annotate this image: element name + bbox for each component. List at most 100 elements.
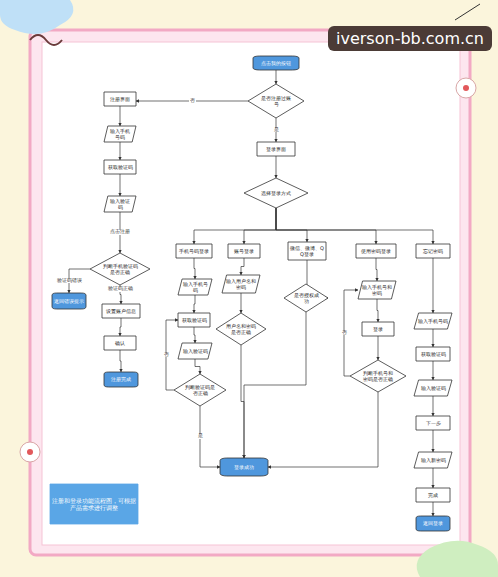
flow-arrow — [241, 258, 244, 275]
decision-diamond: 判断手机号和密码是否正确 — [350, 360, 406, 392]
node-text: 登录成功 — [234, 464, 254, 470]
node-text: 点击我的按钮 — [261, 60, 291, 66]
node-text: 输入验证码 — [183, 348, 208, 354]
process-box: 确认 — [104, 336, 136, 350]
node-text: 返回错误提示 — [54, 298, 84, 304]
node-text: 返回登录 — [423, 520, 443, 526]
node-text: 输入验证码 — [421, 385, 446, 391]
node-text: 获取验证码 — [182, 317, 207, 323]
node-text: 输入手机号码 — [182, 281, 208, 294]
flow-arrow — [433, 258, 434, 313]
node-text: 完成 — [428, 492, 438, 498]
node-text: 登录 — [373, 326, 383, 332]
node-text: 判断验证码是否正确 — [184, 384, 215, 397]
flow-arrow — [433, 502, 434, 516]
node-text: 注册界面 — [110, 96, 130, 102]
flow-arrow — [276, 208, 433, 244]
node-text: 输入手机号和密码 — [362, 284, 392, 297]
flow-arrow — [378, 336, 379, 360]
flow-arrow — [433, 329, 434, 347]
node-text: 选择登录方式 — [261, 190, 291, 196]
process-box: 登录 — [362, 322, 394, 336]
node-text: 是否授权成功 — [293, 292, 319, 305]
node-text: 账号登录 — [234, 248, 254, 254]
flow-arrow — [433, 430, 434, 452]
process-box: 忘记密码 — [416, 244, 450, 258]
flow-arrow — [120, 350, 121, 372]
input-box: 输入手机号和密码 — [358, 281, 396, 299]
edge-label: 是 — [197, 434, 204, 439]
node-text: 注册和登录功能流程图，可根据产品需求进行调整 — [52, 497, 136, 512]
flow-arrow — [244, 208, 276, 244]
node-text: 输入新密码 — [421, 457, 446, 463]
flow-arrow — [276, 208, 307, 242]
input-box: 输入手机号码 — [414, 313, 452, 329]
node-text: 判断手机验证码是否正确 — [102, 263, 138, 276]
decision-diamond: 判断手机验证码是否正确 — [90, 253, 150, 285]
node-text: 确认 — [115, 340, 125, 346]
flow-arrow — [377, 299, 378, 322]
note-box: 注册和登录功能流程图，可根据产品需求进行调整 — [50, 484, 138, 524]
flow-arrow — [433, 468, 434, 488]
input-box: 输入验证码 — [104, 196, 136, 212]
node-text: 忘记密码 — [423, 248, 443, 254]
node-text: 下一步 — [426, 420, 441, 426]
flow-arrow — [276, 70, 277, 84]
input-box: 输入验证码 — [414, 380, 452, 396]
node-text: 使用密码登录 — [361, 248, 391, 254]
edge-label: 否 — [189, 99, 196, 104]
terminal-box: 返回错误提示 — [52, 293, 86, 309]
process-box: 使用密码登录 — [356, 244, 396, 258]
process-box: 微信、微博、QQ登录 — [288, 242, 326, 260]
node-text: 手机号码登录 — [179, 248, 209, 254]
node-text: 微信、微博、QQ登录 — [290, 245, 324, 258]
flow-arrow — [120, 174, 121, 196]
edge-label: 点击注册 — [109, 230, 131, 235]
terminal-box: 返回登录 — [416, 516, 450, 531]
flow-arrow — [433, 361, 434, 380]
decision-diamond: 是否注册过账号 — [248, 84, 304, 118]
node-text: 获取验证码 — [108, 164, 133, 170]
node-text: 获取验证码 — [421, 351, 446, 357]
decision-diamond: 是否授权成功 — [284, 284, 328, 312]
process-box: 获取验证码 — [416, 347, 450, 361]
flow-arrow — [376, 258, 377, 281]
edge-label: 验证码错误 — [56, 279, 83, 284]
flow-arrow — [241, 293, 242, 313]
node-text: 注册完成 — [111, 376, 131, 382]
node-text: 输入手机号码 — [418, 318, 448, 324]
process-box: 手机号码登录 — [176, 244, 212, 258]
flow-arrow — [120, 142, 121, 160]
process-box: 登录界面 — [257, 142, 295, 156]
input-box: 输入验证码 — [178, 343, 212, 359]
terminal-box: 点击我的按钮 — [253, 56, 299, 70]
node-text: 判断手机号和密码是否正确 — [361, 370, 395, 383]
node-text: 输入验证码 — [108, 198, 132, 211]
terminal-box: 注册完成 — [104, 372, 138, 387]
edge-label: 否 — [163, 353, 170, 358]
edge-label: 是 — [273, 128, 280, 133]
edge-label: 否 — [341, 331, 348, 336]
flow-arrow — [433, 396, 434, 416]
node-text: 是否注册过账号 — [259, 95, 293, 108]
flow-arrow — [194, 258, 195, 279]
flow-arrow — [120, 106, 121, 126]
flow-arrow — [276, 156, 277, 178]
edge-label: 验证码正确 — [107, 287, 134, 292]
flow-arrow — [120, 318, 121, 336]
process-box: 获取验证码 — [178, 313, 210, 327]
flow-arrow — [268, 392, 378, 467]
process-box: 设置账户信息 — [102, 304, 140, 318]
flow-arrow — [194, 327, 195, 343]
node-text: 设置账户信息 — [106, 308, 136, 314]
watermark: iverson-bb.com.cn — [328, 26, 492, 51]
node-text: 输入用户名和密码 — [226, 278, 256, 291]
input-box: 输入用户名和密码 — [222, 275, 260, 293]
flow-arrow — [241, 345, 244, 458]
process-box: 下一步 — [416, 416, 450, 430]
process-box: 账号登录 — [228, 244, 260, 258]
terminal-box: 登录成功 — [220, 458, 268, 476]
flow-arrow — [276, 208, 376, 244]
input-box: 输入新密码 — [414, 452, 452, 468]
